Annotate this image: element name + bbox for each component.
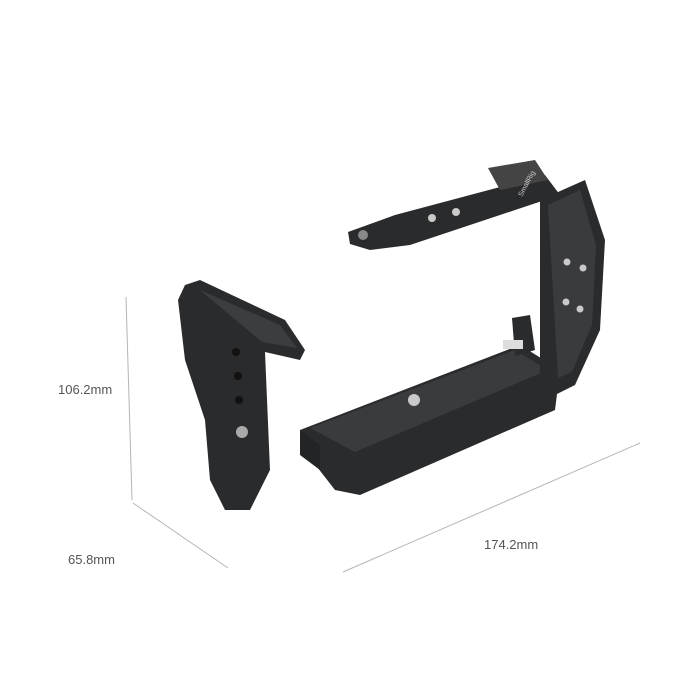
height-dimension-label: 106.2mm: [58, 382, 113, 397]
grip-hole: [232, 348, 240, 356]
grip-screw: [236, 426, 248, 438]
depth-dimension-line: [132, 502, 229, 569]
width-dimension-line: [342, 442, 641, 573]
width-dimension-label: 174.2mm: [484, 537, 539, 552]
height-dimension-line: [125, 296, 133, 501]
base-plate-top: [310, 350, 548, 452]
clamp-knob: [503, 340, 523, 349]
cold-shoe: [488, 160, 548, 190]
screw-icon: [452, 208, 460, 216]
screw-icon: [563, 258, 571, 266]
grip-hole: [235, 396, 243, 404]
screw-icon: [428, 214, 436, 222]
screw-icon: [358, 230, 368, 240]
grip-hole: [234, 372, 242, 380]
side-frame-highlight: [548, 190, 596, 378]
camera-cage: [178, 160, 605, 510]
screw-icon: [562, 298, 570, 306]
screw-icon: [579, 264, 587, 272]
screw-icon: [576, 305, 584, 313]
grip-highlight: [200, 290, 297, 348]
cable-clamp: [512, 315, 535, 356]
depth-dimension-label: 65.8mm: [68, 552, 115, 567]
grip-connector: [300, 430, 320, 470]
mounting-screw: [408, 394, 420, 406]
